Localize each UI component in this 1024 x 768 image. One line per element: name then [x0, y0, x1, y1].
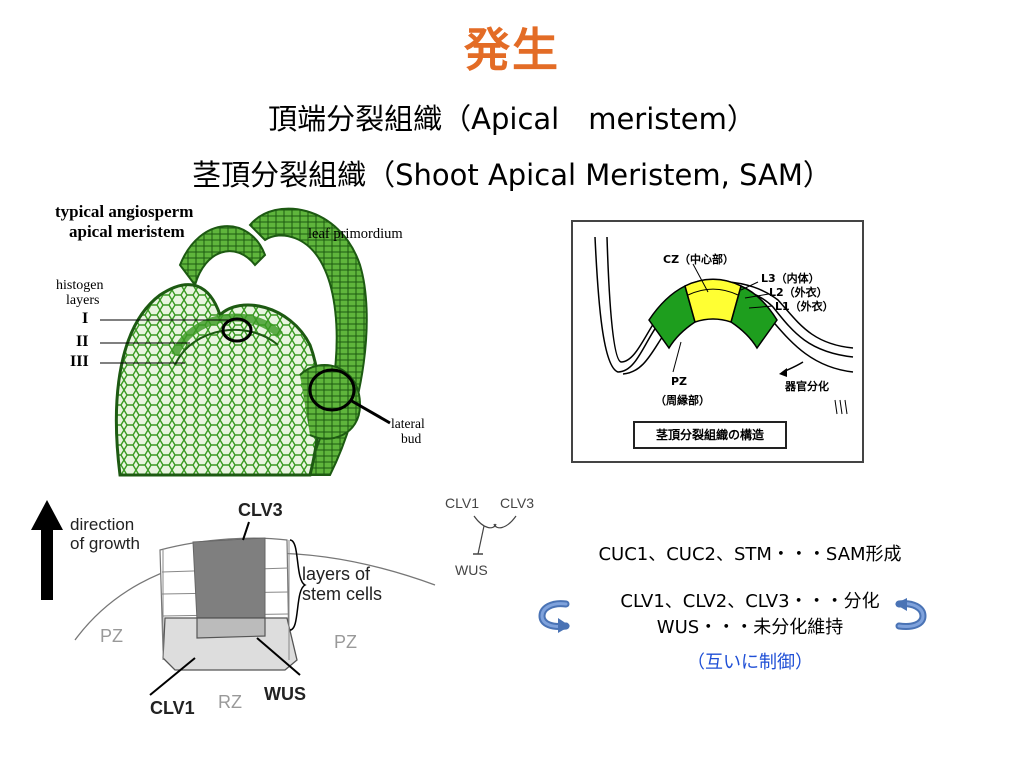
label-layer-II: II: [76, 333, 89, 350]
label-organ-differentiation: 器官分化: [785, 380, 829, 393]
label-l3: L3（内体）: [761, 272, 820, 285]
label-direction-of-growth: direction of growth: [70, 515, 140, 553]
angiosperm-meristem-illustration: [100, 207, 391, 477]
label-l2: L2（外衣）: [769, 286, 828, 299]
label-direction: direction: [70, 515, 135, 534]
label-rz: RZ: [218, 692, 242, 712]
note-wus-undifferentiated: WUS・・・未分化維持: [656, 617, 844, 638]
label-pz-sub: （周縁部）: [655, 394, 710, 407]
sam-structure-diagram: CZ（中心部） L3（内体） L2（外衣） L1（外衣） PZ （周縁部） 器官…: [571, 220, 864, 463]
label-of-growth: of growth: [70, 534, 140, 553]
label-histogen: histogen: [56, 278, 104, 293]
label-pz-right: PZ: [334, 632, 358, 652]
pathway-inhibition-arrows: [473, 515, 517, 555]
note-clv-differentiation: CLV1、CLV2、CLV3・・・分化: [620, 591, 880, 612]
label-typical-line: typical angiosperm: [55, 202, 194, 221]
label-layers: layers: [66, 293, 100, 308]
label-pathway-clv3: CLV3: [500, 495, 534, 511]
label-pz-left: PZ: [100, 626, 124, 646]
label-pathway-wus: WUS: [455, 562, 488, 578]
label-clv1-zone: CLV1: [150, 698, 195, 718]
curved-arrow-left-icon: [538, 600, 570, 633]
clv-wus-zones-diagram: [31, 500, 436, 696]
label-typical-angiosperm: typical angiosperm apical meristem: [55, 202, 193, 242]
label-layers-of: layers of: [302, 564, 371, 584]
label-l1: L1（外衣）: [775, 300, 834, 313]
note-sam-formation: CUC1、CUC2、STM・・・SAM形成: [598, 544, 902, 565]
label-cz: CZ（中心部）: [663, 253, 735, 266]
label-lateral: lateral: [391, 416, 425, 431]
label-apical-meristem: apical meristem: [69, 222, 185, 241]
curved-arrow-right-icon: [895, 598, 927, 630]
label-leaf-primordium: leaf primordium: [308, 226, 403, 242]
subtitle-apical-meristem: 頂端分裂組織（Apical meristem）: [268, 102, 756, 136]
label-lateral-bud: lateral bud: [391, 416, 425, 446]
label-layer-I: I: [82, 310, 89, 327]
label-stem-cells: stem cells: [302, 584, 383, 604]
label-pz: PZ: [671, 375, 688, 388]
label-layers-of-stem-cells: layers of stem cells: [302, 564, 382, 604]
subtitle-shoot-apical-meristem: 茎頂分裂組織（Shoot Apical Meristem, SAM）: [192, 158, 832, 192]
label-histogen-layers: histogen layers: [56, 278, 103, 308]
note-mutual-regulation: （互いに制御）: [687, 652, 813, 673]
sam-structure-svg: [594, 236, 854, 415]
slide-title: 発生: [464, 23, 560, 77]
label-clv3-zone: CLV3: [238, 500, 283, 520]
label-layer-III: III: [70, 353, 89, 370]
label-bud: bud: [401, 431, 422, 446]
label-wus-zone: WUS: [264, 684, 306, 704]
label-pathway-clv1: CLV1: [445, 495, 479, 511]
sam-caption-box: 茎頂分裂組織の構造: [633, 421, 787, 449]
